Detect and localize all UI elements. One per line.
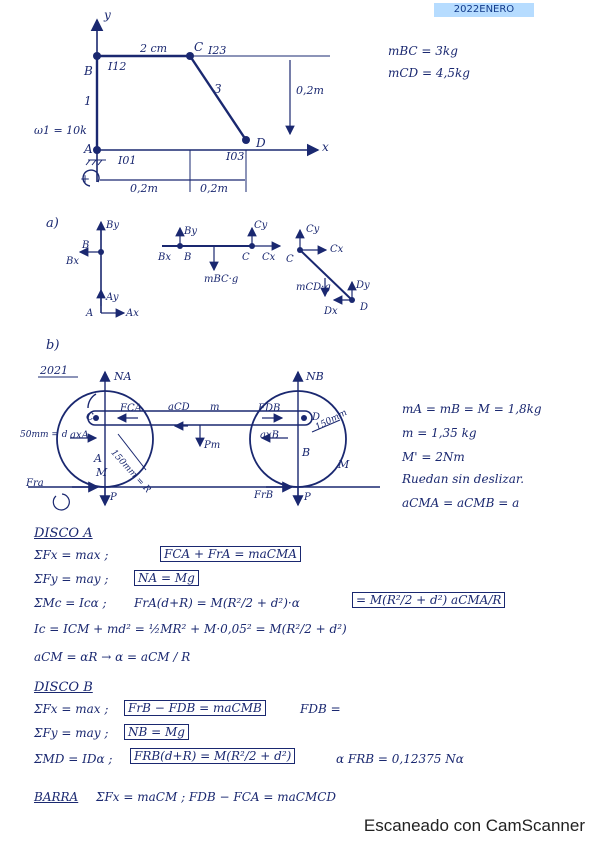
point-d-b: D <box>312 412 321 423</box>
disco-b-eq2-box: NB = Mg <box>124 724 189 740</box>
omega-arrow <box>82 169 100 187</box>
nb-label: NB <box>306 370 324 383</box>
barra-eq1: ΣFx = maCM ; FDB − FCA = maCMCD <box>96 790 337 804</box>
disco-b-eq2-left: ΣFy = may ; <box>34 726 109 740</box>
na-label: NA <box>114 370 132 383</box>
fbd1-bx: Bx <box>66 256 79 267</box>
point-b-b: B <box>302 446 311 459</box>
param-4: Ruedan sin deslizar. <box>402 472 525 486</box>
part-a-label: a) <box>46 216 59 231</box>
pm-label: Pm <box>204 440 221 451</box>
fra-label: Fra <box>26 478 44 489</box>
param-1: mA = mB = M = 1,8kg <box>402 402 542 416</box>
fdb-label: FDB <box>258 403 281 414</box>
fbd3-dy: Dy <box>356 280 370 291</box>
i01-label: I01 <box>118 154 137 167</box>
disco-a-eq3-left: ΣMc = Icα ; <box>34 596 107 610</box>
acd-label: aCD <box>168 402 190 413</box>
axis-x-label: x <box>322 140 329 154</box>
moment-b-label: M <box>338 458 350 471</box>
disco-a-eq4: Ic = ICM + md² = ½MR² + M·0,05² = M(R²/2… <box>34 622 347 636</box>
disco-a-title: DISCO A <box>34 526 93 541</box>
moment-a-label: M <box>96 466 108 479</box>
barra-title: BARRA <box>34 790 79 804</box>
param-3: M' = 2Nm <box>402 450 465 464</box>
bar-mass-label: m <box>210 402 220 413</box>
bc-length-label: 2 cm <box>140 42 168 55</box>
axis-y-label: y <box>104 8 111 22</box>
fbd2-by: By <box>184 226 197 237</box>
width-left-label: 0,2m <box>130 182 158 195</box>
date-sticker: 2022ENERO <box>434 3 534 17</box>
point-d-label: D <box>256 136 266 150</box>
point-c-label: C <box>194 40 204 54</box>
disco-b-eq3-box: FRB(d+R) = M(R²/2 + d²) <box>130 748 296 764</box>
fbd1-a: A <box>86 308 94 319</box>
fbd2-weight: mBC·g <box>204 274 239 285</box>
disco-b-title: DISCO B <box>34 680 93 695</box>
disco-a-eq3-mid: FrA(d+R) = M(R²/2 + d²)·α <box>134 596 300 610</box>
frb-label: FrB <box>254 490 274 501</box>
fbd1-b: B <box>82 240 90 251</box>
fbd2-cx: Cx <box>262 252 276 263</box>
fbd3-cy: Cy <box>306 224 320 235</box>
ground-hatch <box>85 159 106 166</box>
weight-b-label: P <box>304 492 311 503</box>
scanner-watermark: Escaneado con CamScanner <box>363 816 585 835</box>
point-b-label: B <box>84 64 93 78</box>
param-2: m = 1,35 kg <box>402 426 477 440</box>
point-c-b: C <box>86 412 94 423</box>
disco-a-eq1-left: ΣFx = max ; <box>34 548 109 562</box>
link-1-label: 1 <box>84 94 92 108</box>
fbd1-ax: Ax <box>126 308 139 319</box>
axb-label: axB <box>260 430 279 441</box>
mass-cd: mCD = 4,5kg <box>388 66 470 80</box>
fbd2-b: B <box>184 252 192 263</box>
fbd1-ay: Ay <box>106 292 119 303</box>
i03-label: I03 <box>226 150 245 163</box>
disco-a-eq1-box: FCA + FrA = maCMA <box>160 546 301 562</box>
omega-label: ω1 = 10k <box>34 124 87 137</box>
i12-label: I12 <box>108 60 127 73</box>
mass-bc: mBC = 3kg <box>388 44 458 58</box>
disco-b-fdb: FDB = <box>300 702 341 716</box>
fca-label: FCA <box>120 403 142 414</box>
link-3-label: 3 <box>214 82 222 96</box>
disco-a-eq5: aCM = αR → α = aCM / R <box>34 650 191 664</box>
fbd1-by: By <box>106 220 119 231</box>
point-a-b: A <box>94 452 102 465</box>
fbd2-cy: Cy <box>254 220 268 231</box>
disco-b-eq3-left: ΣMD = IDα ; <box>34 752 113 766</box>
year-tag: 2021 <box>40 364 68 377</box>
disco-a-eq3-box: = M(R²/2 + d²) aCMA/R <box>352 592 506 608</box>
fbd3-weight: mCD·g <box>296 282 331 293</box>
disco-b-eq3-right: α FRB = 0,12375 Nα <box>336 752 464 766</box>
axa-label: axA <box>70 430 89 441</box>
disco-a-eq2-box: NA = Mg <box>134 570 199 586</box>
link-cd <box>189 55 247 141</box>
disco-b-eq1-box: FrB − FDB = maCMB <box>124 700 266 716</box>
fbd3-d: D <box>360 302 369 313</box>
fbd3-dx: Dx <box>324 306 338 317</box>
param-5: aCMA = aCMB = a <box>402 496 520 510</box>
width-right-label: 0,2m <box>200 182 228 195</box>
fbd2-bx: Bx <box>158 252 171 263</box>
part-b-label: b) <box>46 338 60 353</box>
fbd2-c: C <box>242 252 250 263</box>
d-label: 50mm = d <box>20 430 68 440</box>
point-a-label: A <box>84 142 93 156</box>
plus-label: + <box>80 172 91 186</box>
disco-a-eq2-left: ΣFy = may ; <box>34 572 109 586</box>
fbd3-c: C <box>286 254 294 265</box>
height-label: 0,2m <box>296 84 324 97</box>
disco-b-eq1-left: ΣFx = max ; <box>34 702 109 716</box>
fbd3-cx: Cx <box>330 244 344 255</box>
weight-a-label: P <box>110 492 117 503</box>
i23-label: I23 <box>208 44 227 57</box>
